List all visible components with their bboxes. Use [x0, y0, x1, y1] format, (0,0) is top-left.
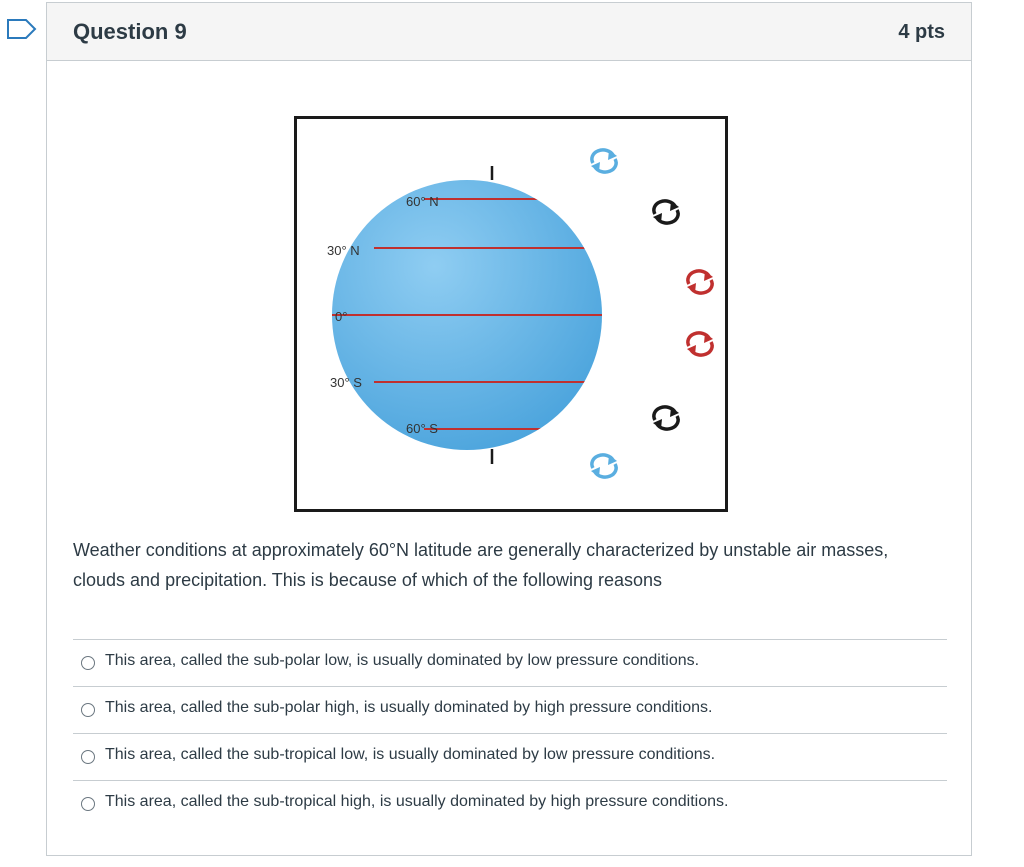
answer-option-1[interactable]: This area, called the sub-polar low, is …	[73, 639, 947, 686]
label-60n: 60° N	[406, 194, 439, 209]
answer-option-3[interactable]: This area, called the sub-tropical low, …	[73, 733, 947, 780]
answer-label: This area, called the sub-polar high, is…	[105, 699, 713, 716]
question-title: Question 9	[73, 19, 187, 44]
latitude-lines	[332, 198, 602, 430]
label-equator: 0°	[335, 309, 347, 324]
label-60s: 60° S	[406, 421, 438, 436]
question-card: Question 9 4 pts 60° N 30° N 0° 30° S 60…	[46, 2, 972, 856]
answer-list: This area, called the sub-polar low, is …	[73, 639, 947, 827]
label-30n: 30° N	[327, 243, 360, 258]
circulation-cell-arrow-icon	[652, 199, 680, 225]
answer-label: This area, called the sub-tropical low, …	[105, 746, 716, 763]
radio-button[interactable]	[81, 703, 95, 717]
circulation-cell-arrow-icon	[652, 405, 680, 431]
label-30s: 30° S	[330, 375, 362, 390]
circulation-cell-arrow-icon	[686, 331, 714, 357]
circulation-cell-arrow-icon	[686, 269, 714, 295]
radio-button[interactable]	[81, 656, 95, 670]
circulation-cell-arrow-icon	[590, 148, 618, 174]
circulation-cell-arrow-icon	[590, 453, 618, 479]
answer-label: This area, called the sub-polar low, is …	[105, 652, 700, 669]
global-circulation-diagram: 60° N 30° N 0° 30° S 60° S	[294, 116, 728, 512]
question-points: 4 pts	[898, 21, 945, 43]
flag-question-icon[interactable]	[6, 18, 38, 40]
answer-label: This area, called the sub-tropical high,…	[105, 793, 729, 810]
radio-button[interactable]	[81, 750, 95, 764]
answer-option-4[interactable]: This area, called the sub-tropical high,…	[73, 780, 947, 827]
radio-button[interactable]	[81, 797, 95, 811]
question-header: Question 9 4 pts	[47, 3, 971, 61]
circulation-cells	[590, 148, 714, 479]
answer-option-2[interactable]: This area, called the sub-polar high, is…	[73, 686, 947, 733]
question-text: Weather conditions at approximately 60°N…	[73, 540, 889, 590]
